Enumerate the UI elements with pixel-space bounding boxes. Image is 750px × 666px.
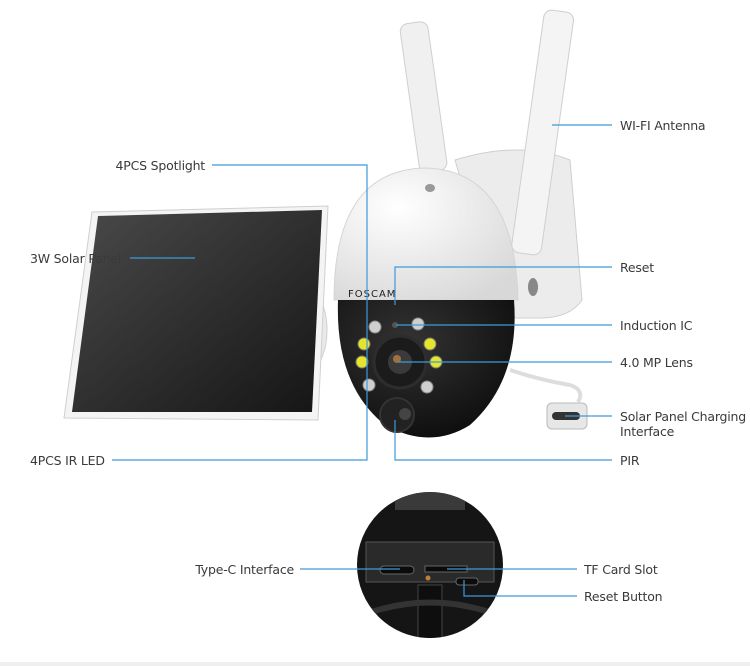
label-reset-button: Reset Button [584, 589, 663, 604]
ir-led-icons [362, 317, 434, 394]
brand-logo: FOSCAM [348, 289, 396, 300]
spotlight-icons [355, 337, 443, 369]
label-spotlight: 4PCS Spotlight [115, 158, 206, 173]
charging-cable [509, 368, 588, 430]
solar-panel [63, 205, 329, 421]
label-reset: Reset [620, 260, 654, 275]
label-induction-ic: Induction IC [620, 318, 693, 333]
camera-body: FOSCAM [333, 167, 519, 438]
label-lens: 4.0 MP Lens [620, 355, 693, 370]
label-charging-interface-2: Interface [620, 424, 675, 439]
bottom-divider [0, 662, 750, 666]
label-charging-interface-1: Solar Panel Charging [620, 409, 747, 424]
label-solar-panel: 3W Solar Panel [30, 251, 122, 266]
label-pir: PIR [620, 453, 640, 468]
bottom-detail-closeup [357, 492, 503, 638]
label-type-c: Type-C Interface [195, 562, 294, 577]
label-ir-led: 4PCS IR LED [30, 453, 105, 468]
callout-lines [112, 124, 612, 597]
label-tf-card: TF Card Slot [584, 562, 658, 577]
label-wifi-antenna: WI-FI Antenna [620, 118, 706, 133]
